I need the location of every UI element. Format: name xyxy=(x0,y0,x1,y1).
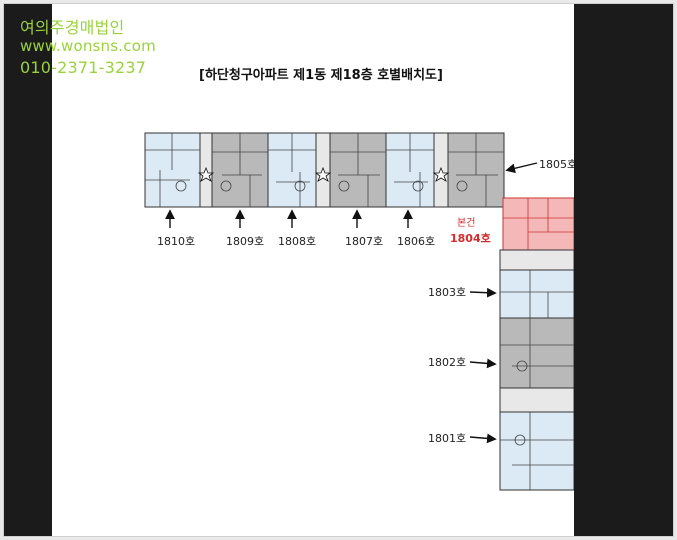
unit-label-1802: 1802호 xyxy=(428,356,466,369)
pointer-arrows xyxy=(165,162,538,444)
watermark-company-name: 여의주경매법인 xyxy=(20,18,125,37)
right-black-bar xyxy=(574,4,673,536)
unit-label-1801: 1801호 xyxy=(428,432,466,445)
right-column-interior xyxy=(500,270,574,490)
unit-label-1807: 1807호 xyxy=(345,235,383,248)
left-black-bar xyxy=(4,4,52,536)
unit-1803-block xyxy=(499,269,574,319)
unit-label-1804: 1804호 xyxy=(450,231,491,245)
right-column-units xyxy=(499,249,574,491)
watermark-phone: 010-2371-3237 xyxy=(20,58,147,77)
plan-title: [하단청구아파트 제1동 제18층 호별배치도] xyxy=(199,68,443,83)
unit-label-1808: 1808호 xyxy=(278,235,316,248)
unit-1802-block xyxy=(499,317,574,389)
unit-1801-block xyxy=(499,411,574,491)
subject-note: 본건 xyxy=(457,217,475,229)
unit-label-1809: 1809호 xyxy=(226,235,264,248)
stair-core xyxy=(499,387,574,413)
floor-plan-sheet xyxy=(52,4,574,536)
unit-label-1810: 1810호 xyxy=(157,235,195,248)
unit-label-1806: 1806호 xyxy=(397,235,435,248)
top-row-interior xyxy=(145,133,504,207)
unit-label-1805: 1805호 xyxy=(539,158,577,171)
watermark-url: www.wonsns.com xyxy=(20,37,156,55)
top-row-units xyxy=(144,132,505,208)
core-star-icons xyxy=(197,166,450,182)
unit-label-1803: 1803호 xyxy=(428,286,466,299)
stair-core xyxy=(499,249,574,271)
subject-unit-1804 xyxy=(502,197,574,251)
unit-1810-block xyxy=(144,132,201,208)
